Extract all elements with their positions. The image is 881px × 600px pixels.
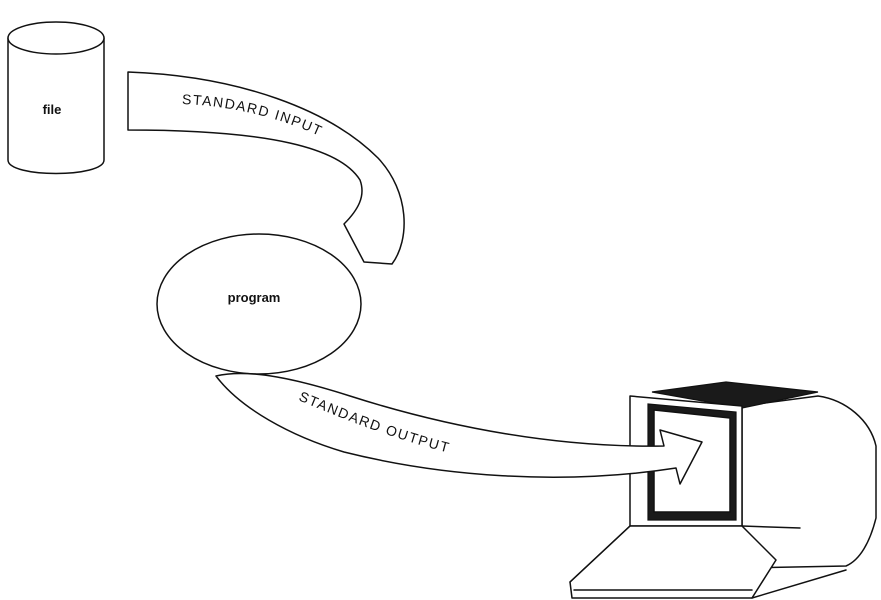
program-node: program — [156, 233, 362, 375]
program-label: program — [228, 290, 281, 305]
standard-output-arrow: STANDARD OUTPUT — [215, 372, 703, 485]
cylinder-icon — [7, 21, 105, 175]
file-label: file — [43, 102, 62, 117]
computer-terminal-icon — [569, 381, 877, 599]
file-node: file — [7, 21, 105, 175]
